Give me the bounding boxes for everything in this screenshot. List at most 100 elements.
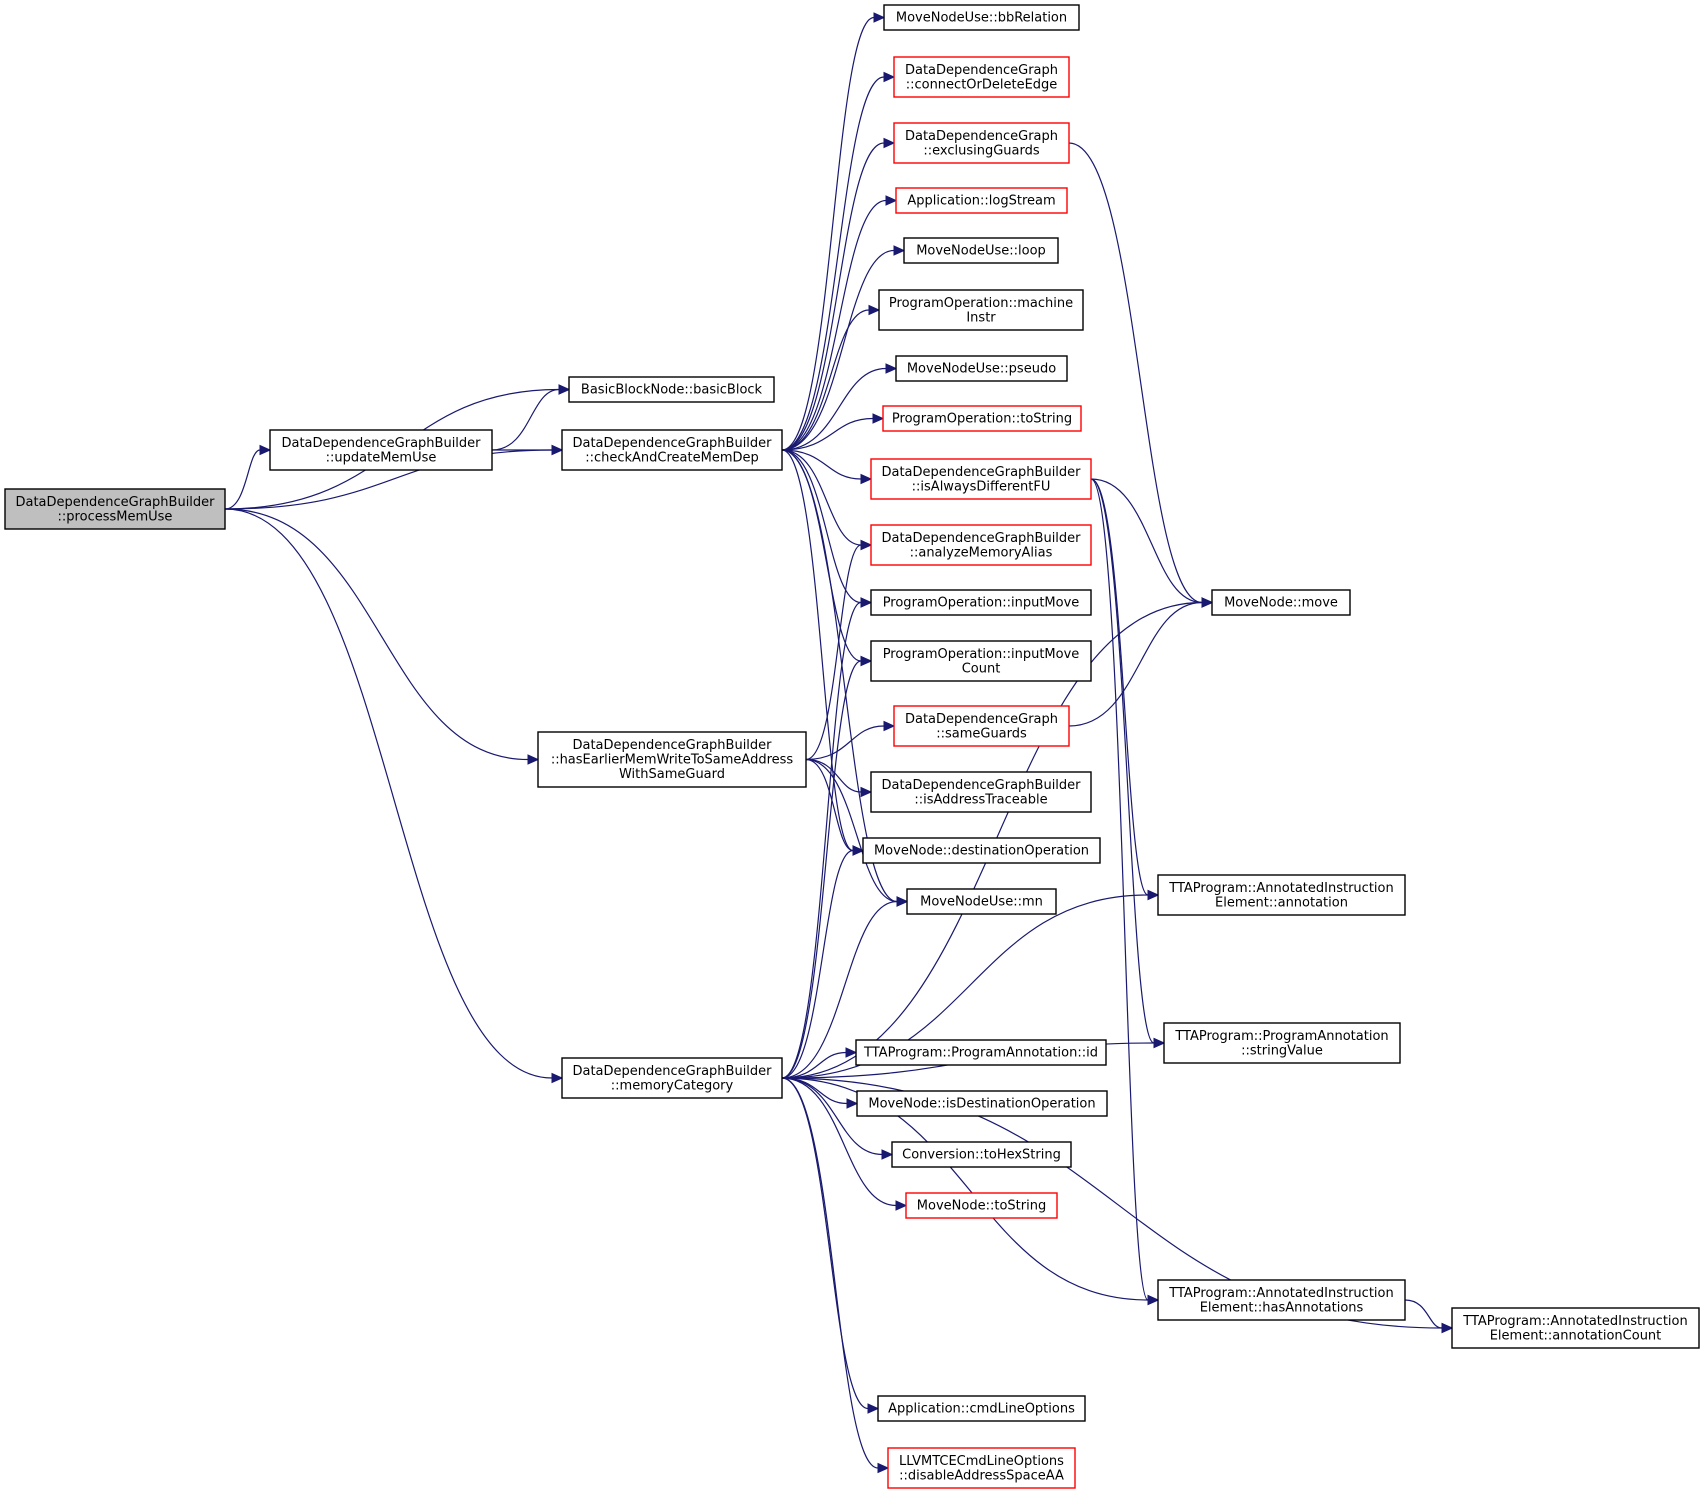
node-box-cmdLineOptions[interactable] <box>877 1395 1086 1422</box>
edge-checkAndCreateMemDep-to-bbRelation <box>781 16 875 451</box>
node-connectOrDeleteEdge[interactable]: DataDependenceGraph::connectOrDeleteEdge <box>893 56 1070 98</box>
node-box-stringValue[interactable] <box>1163 1022 1401 1064</box>
node-box-loop[interactable] <box>903 237 1059 264</box>
edge-isAlwaysDifferentFU-to-stringValue <box>1090 478 1155 1044</box>
edge-memoryCategory-to-mnToString <box>781 1077 897 1207</box>
node-box-inputMove[interactable] <box>870 589 1092 616</box>
arrowhead-toHexString <box>881 1149 894 1160</box>
edge-hasEarlierMemWrite-to-sameGuards <box>805 725 885 761</box>
edge-updateMemUse-to-basicBlock <box>491 388 560 451</box>
arrowhead-move <box>1201 597 1214 608</box>
edge-hasEarlierMemWrite-to-analyzeMemoryAlias <box>805 544 862 761</box>
edge-memoryCategory-to-disableAddressSpaceAA <box>781 1077 879 1469</box>
node-programAnnotationId[interactable]: TTAProgram::ProgramAnnotation::id <box>855 1039 1107 1066</box>
node-pseudo[interactable]: MoveNodeUse::pseudo <box>895 355 1068 382</box>
node-box-disableAddressSpaceAA[interactable] <box>887 1447 1076 1489</box>
node-processMemUse[interactable]: DataDependenceGraphBuilder::processMemUs… <box>4 488 226 530</box>
edge-checkAndCreateMemDep-to-logStream <box>781 199 887 451</box>
node-checkAndCreateMemDep[interactable]: DataDependenceGraphBuilder::checkAndCrea… <box>561 429 783 471</box>
node-analyzeMemoryAlias[interactable]: DataDependenceGraphBuilder::analyzeMemor… <box>870 524 1092 566</box>
node-box-pseudo[interactable] <box>895 355 1068 382</box>
node-box-mnToString[interactable] <box>905 1192 1058 1219</box>
edge-checkAndCreateMemDep-to-loop <box>781 249 895 451</box>
node-box-programAnnotationId[interactable] <box>855 1039 1107 1066</box>
edge-sameGuards-to-move <box>1068 601 1203 727</box>
node-updateMemUse[interactable]: DataDependenceGraphBuilder::updateMemUse <box>269 429 493 471</box>
node-disableAddressSpaceAA[interactable]: LLVMTCECmdLineOptions::disableAddressSpa… <box>887 1447 1076 1489</box>
arrowhead-inputMoveCount <box>860 655 873 667</box>
node-label-connectOrDeleteEdge-line-0: DataDependenceGraph <box>905 63 1058 78</box>
node-annotation[interactable]: TTAProgram::AnnotatedInstructionElement:… <box>1157 874 1406 916</box>
node-box-updateMemUse[interactable] <box>269 429 493 471</box>
node-box-isAddressTraceable[interactable] <box>870 771 1092 813</box>
node-box-annotationCount[interactable] <box>1451 1307 1700 1349</box>
node-box-basicBlock[interactable] <box>568 376 775 403</box>
node-box-toHexString[interactable] <box>891 1141 1072 1168</box>
node-toHexString[interactable]: Conversion::toHexString <box>891 1141 1072 1168</box>
edge-memoryCategory-to-hasAnnotations <box>781 1077 1149 1301</box>
node-box-move[interactable] <box>1211 589 1351 616</box>
node-label-isAddressTraceable-line-0: DataDependenceGraphBuilder <box>881 778 1081 793</box>
node-label-annotation-line-0: TTAProgram::AnnotatedInstruction <box>1168 881 1393 896</box>
node-box-connectOrDeleteEdge[interactable] <box>893 56 1070 98</box>
edge-isAlwaysDifferentFU-to-move <box>1090 478 1203 604</box>
node-box-exclusingGuards[interactable] <box>893 122 1070 164</box>
node-hasEarlierMemWrite[interactable]: DataDependenceGraphBuilder::hasEarlierMe… <box>537 731 807 788</box>
arrowhead-inputMove <box>860 597 873 608</box>
node-box-machineInstr[interactable] <box>878 289 1084 331</box>
node-label-analyzeMemoryAlias-line-0: DataDependenceGraphBuilder <box>881 531 1081 546</box>
arrowhead-programAnnotationId <box>845 1047 858 1058</box>
node-box-analyzeMemoryAlias[interactable] <box>870 524 1092 566</box>
node-memoryCategory[interactable]: DataDependenceGraphBuilder::memoryCatego… <box>561 1057 783 1099</box>
node-hasAnnotations[interactable]: TTAProgram::AnnotatedInstructionElement:… <box>1157 1279 1406 1321</box>
node-exclusingGuards[interactable]: DataDependenceGraph::exclusingGuards <box>893 122 1070 164</box>
node-box-sameGuards[interactable] <box>893 705 1070 747</box>
node-box-bbRelation[interactable] <box>883 4 1080 31</box>
node-box-hasEarlierMemWrite[interactable] <box>537 731 807 788</box>
node-loop[interactable]: MoveNodeUse::loop <box>903 237 1059 264</box>
node-stringValue[interactable]: TTAProgram::ProgramAnnotation::stringVal… <box>1163 1022 1401 1064</box>
node-box-processMemUse[interactable] <box>4 488 226 530</box>
node-box-mn[interactable] <box>906 888 1057 915</box>
node-move[interactable]: MoveNode::move <box>1211 589 1351 616</box>
node-destinationOperation[interactable]: MoveNode::destinationOperation <box>862 837 1101 864</box>
node-inputMove[interactable]: ProgramOperation::inputMove <box>870 589 1092 616</box>
node-poToString[interactable]: ProgramOperation::toString <box>882 405 1082 432</box>
edge-processMemUse-to-memoryCategory <box>224 508 553 1079</box>
node-box-hasAnnotations[interactable] <box>1157 1279 1406 1321</box>
node-box-annotation[interactable] <box>1157 874 1406 916</box>
node-isAlwaysDifferentFU[interactable]: DataDependenceGraphBuilder::isAlwaysDiff… <box>870 458 1092 500</box>
node-box-isDestinationOperation[interactable] <box>856 1090 1108 1117</box>
node-label-machineInstr-line-1: Instr <box>966 310 996 325</box>
node-basicBlock[interactable]: BasicBlockNode::basicBlock <box>568 376 775 403</box>
node-isDestinationOperation[interactable]: MoveNode::isDestinationOperation <box>856 1090 1108 1117</box>
node-box-destinationOperation[interactable] <box>862 837 1101 864</box>
node-box-inputMoveCount[interactable] <box>870 640 1092 682</box>
node-box-memoryCategory[interactable] <box>561 1057 783 1099</box>
arrowhead-checkAndCreateMemDep <box>551 444 564 456</box>
node-logStream[interactable]: Application::logStream <box>895 187 1068 214</box>
node-mn[interactable]: MoveNodeUse::mn <box>906 888 1057 915</box>
node-mnToString[interactable]: MoveNode::toString <box>905 1192 1058 1219</box>
node-box-poToString[interactable] <box>882 405 1082 432</box>
node-isAddressTraceable[interactable]: DataDependenceGraphBuilder::isAddressTra… <box>870 771 1092 813</box>
node-cmdLineOptions[interactable]: Application::cmdLineOptions <box>877 1395 1086 1422</box>
node-label-disableAddressSpaceAA-line-0: LLVMTCECmdLineOptions <box>899 1454 1064 1469</box>
node-box-checkAndCreateMemDep[interactable] <box>561 429 783 471</box>
node-label-updateMemUse-line-0: DataDependenceGraphBuilder <box>281 436 481 451</box>
node-sameGuards[interactable]: DataDependenceGraph::sameGuards <box>893 705 1070 747</box>
node-label-annotation-line-1: Element::annotation <box>1215 895 1348 910</box>
edge-checkAndCreateMemDep-to-inputMove <box>781 449 862 604</box>
node-box-isAlwaysDifferentFU[interactable] <box>870 458 1092 500</box>
edge-isAlwaysDifferentFU-to-annotation <box>1090 478 1149 896</box>
edge-checkAndCreateMemDep-to-poToString <box>781 417 874 451</box>
node-box-logStream[interactable] <box>895 187 1068 214</box>
arrowhead-mnToString <box>895 1200 908 1211</box>
node-bbRelation[interactable]: MoveNodeUse::bbRelation <box>883 4 1080 31</box>
node-label-move-line-0: MoveNode::move <box>1224 596 1338 611</box>
node-annotationCount[interactable]: TTAProgram::AnnotatedInstructionElement:… <box>1451 1307 1700 1349</box>
edge-memoryCategory-to-mn <box>781 900 898 1079</box>
